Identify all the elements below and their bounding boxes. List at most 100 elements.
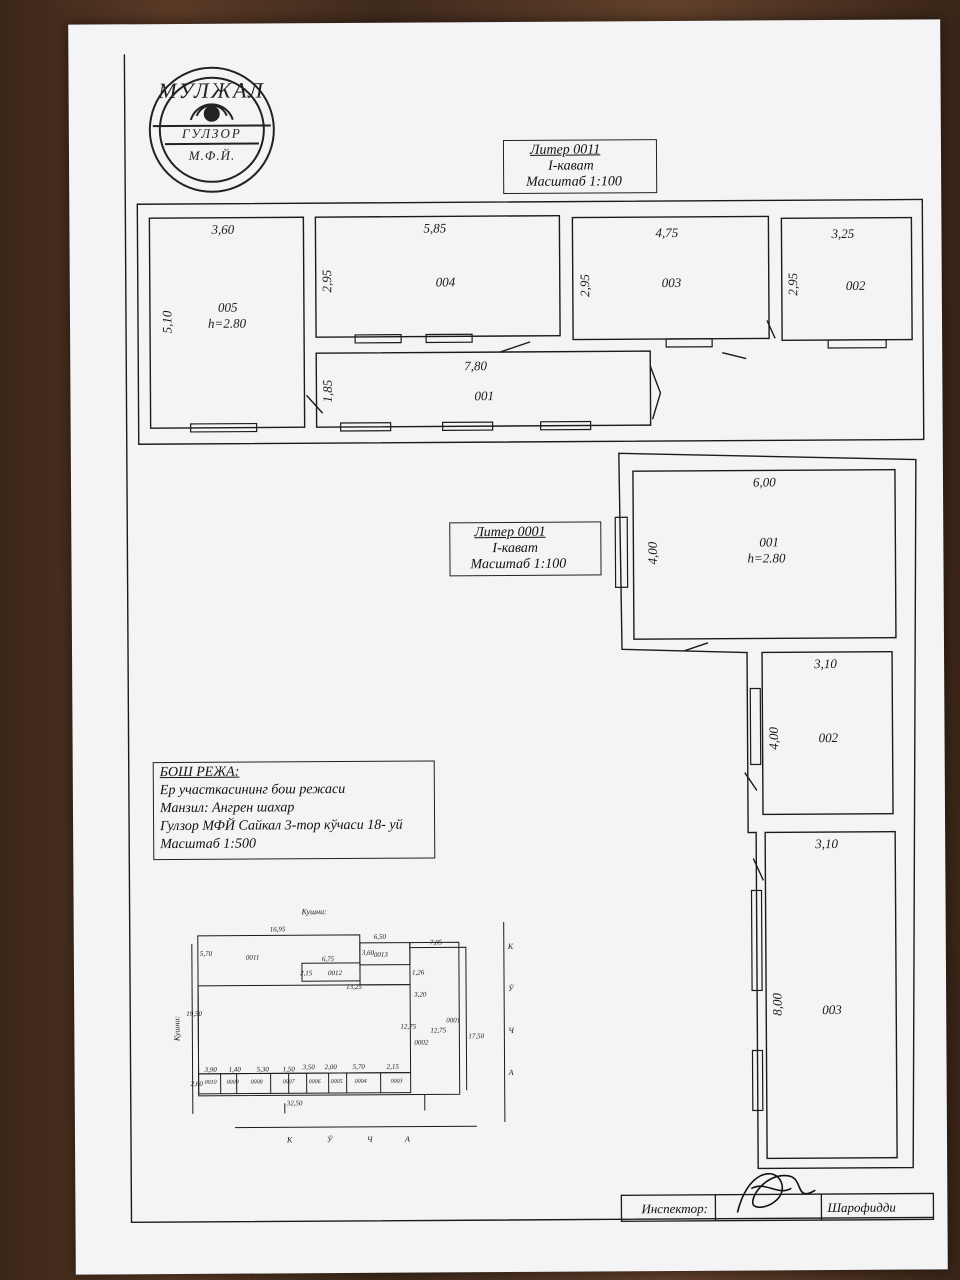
inspector-signature (736, 1173, 816, 1213)
room-004-wall (314, 214, 561, 338)
site-label-id-0007: 0007 (282, 1079, 295, 1086)
site-label-b-7: 5,70 (352, 1062, 365, 1071)
street-right-3: Ч (508, 1025, 514, 1036)
general-plan-info-box: БОШ РЕЖА: Ер участкасининг бош режаси Ма… (152, 760, 436, 861)
site-label-w-main: 13,25 (346, 982, 362, 991)
site-label-h-1: 1,26 (411, 968, 425, 977)
site-label-w-total-top: 16,95 (269, 925, 286, 934)
info-line1: Ер участкасининг бош режаси (159, 781, 346, 799)
room-l1-001-id: 001 (759, 534, 779, 550)
room-003-length: 2,95 (577, 274, 593, 297)
site-label-id-0001: 0001 (446, 1016, 461, 1025)
room-l1-003-width: 3,10 (815, 835, 839, 852)
room-l1-002-id: 002 (818, 729, 839, 746)
liter0001-title: Литер 0001 (474, 524, 546, 541)
info-line3: Гулзор МФЙ Сайкал 3-тор кўчаси 18- уй (160, 817, 403, 835)
site-label-id-0010: 0010 (204, 1079, 217, 1086)
logo-middle-text: ГУЛЗОР (181, 126, 242, 141)
site-label-id-0004: 0004 (354, 1078, 367, 1085)
room-001-length: 1,85 (319, 379, 335, 403)
site-label-id-0013: 0013 (373, 950, 388, 959)
street-bottom-4: А (404, 1134, 410, 1144)
site-label-id-0005: 0005 (330, 1079, 343, 1086)
info-line4: Масштаб 1:500 (160, 836, 256, 853)
site-label-h-0012: 2,15 (299, 969, 313, 978)
street-right-4: А (508, 1067, 514, 1078)
info-heading: БОШ РЕЖА: (159, 764, 240, 781)
room-005-height: h=2.80 (207, 315, 247, 331)
site-label-id-0008: 0008 (250, 1079, 263, 1086)
room-l1-002-width: 3,10 (814, 655, 837, 672)
site-label-b-1: 3,90 (204, 1065, 217, 1074)
site-label-b-2: 1,40 (228, 1065, 241, 1074)
inspector-label: Инспектор: (641, 1200, 708, 1217)
street-bottom-2: Ў (326, 1135, 333, 1145)
room-005-id: 005 (217, 299, 238, 315)
room-l1-003-wall (764, 830, 898, 1160)
room-003-width: 4,75 (655, 224, 679, 241)
liter0011-outer-wall (136, 198, 925, 445)
site-neighbor-top: Кушни: (301, 907, 327, 917)
room-004-width: 5,85 (423, 220, 447, 236)
street-right-1: К (507, 941, 514, 952)
site-label-w-0013: 6,50 (373, 932, 387, 941)
site-label-b-total: 32,50 (286, 1099, 303, 1108)
liter0001-scale: Масштаб 1:100 (470, 556, 567, 573)
room-l1-001-length: 4,00 (644, 541, 660, 565)
room-004-id: 004 (435, 274, 456, 290)
floor-plan-drawing: МУЛЖАЛ ГУЛЗОР М.Ф.Й. (123, 54, 935, 1224)
site-label-b-3: 5,30 (256, 1065, 269, 1074)
room-005-width: 3,60 (211, 221, 235, 237)
site-label-b-5: 3,50 (302, 1063, 315, 1072)
liter0011-title: Литер 0011 (529, 142, 601, 158)
site-label-id-0011: 0011 (245, 953, 260, 962)
info-line2: Манзил: Ангрен шахар (159, 800, 295, 817)
room-004-length: 2,95 (319, 269, 335, 293)
site-label-h-0013: 3,60 (361, 948, 375, 957)
site-label-id-0003: 0003 (390, 1078, 403, 1085)
site-label-id-0006: 0006 (308, 1079, 321, 1086)
room-l1-003-length: 8,00 (769, 992, 785, 1016)
site-label-h-total: 19,50 (186, 1009, 203, 1018)
site-label-id-0012: 0012 (327, 969, 343, 978)
logo-bottom-text: М.Ф.Й. (188, 148, 236, 163)
site-label-h-left: 5,70 (199, 949, 213, 958)
site-label-w-0012: 6,75 (321, 955, 335, 964)
room-005-wall (148, 216, 306, 429)
floor-plan-sheet: МУЛЖАЛ ГУЛЗОР М.Ф.Й. Литер 0011 I-кават … (68, 19, 948, 1275)
room-002-width: 3,25 (831, 225, 855, 242)
liter0011-floor: I-кават (548, 158, 594, 174)
liter0001-floor: I-кават (492, 540, 539, 557)
liter0011-title-box: Литер 0011 I-кават Масштаб 1:100 (502, 139, 658, 195)
site-label-h-0001b: 17,50 (468, 1032, 485, 1041)
liter0001-title-box: Литер 0001 I-кават Масштаб 1:100 (449, 521, 602, 577)
site-label-id-0009: 0009 (226, 1079, 239, 1086)
room-001-id: 001 (474, 388, 495, 404)
site-label-h-0002: 12,75 (400, 1022, 417, 1031)
site-label-h-0001a: 12,75 (430, 1026, 447, 1035)
room-l1-001-wall (632, 468, 897, 640)
site-label-w-0001: 7,05 (429, 938, 443, 947)
site-label-h-b: 2,60 (190, 1079, 203, 1088)
room-001-wall (315, 350, 652, 428)
room-003-id: 003 (661, 274, 682, 291)
stamp-logo-rings (148, 66, 275, 193)
site-label-b-8: 2,15 (386, 1062, 399, 1071)
street-bottom-3: Ч (366, 1134, 373, 1144)
room-l1-001-width: 6,00 (752, 474, 776, 490)
liter0001-outer-wall (618, 452, 917, 1170)
site-neighbor-left: Кушни: (172, 1015, 182, 1042)
room-005-length: 5,10 (159, 310, 175, 334)
room-002-length: 2,95 (785, 272, 801, 296)
site-label-id-0002: 0002 (414, 1038, 429, 1047)
site-label-b-4: 1,50 (282, 1065, 295, 1074)
page-frame-line (123, 54, 934, 1224)
room-l1-002-wall (761, 650, 894, 816)
inspector-name: Шарофидди (827, 1199, 896, 1216)
room-001-width: 7,80 (464, 358, 488, 374)
room-l1-001-height: h=2.80 (747, 550, 786, 566)
street-right-2: Ў (508, 983, 514, 994)
room-l1-002-length: 4,00 (765, 726, 782, 750)
street-bottom-1: К (286, 1135, 293, 1145)
logo-top-text: МУЛЖАЛ (157, 77, 265, 103)
